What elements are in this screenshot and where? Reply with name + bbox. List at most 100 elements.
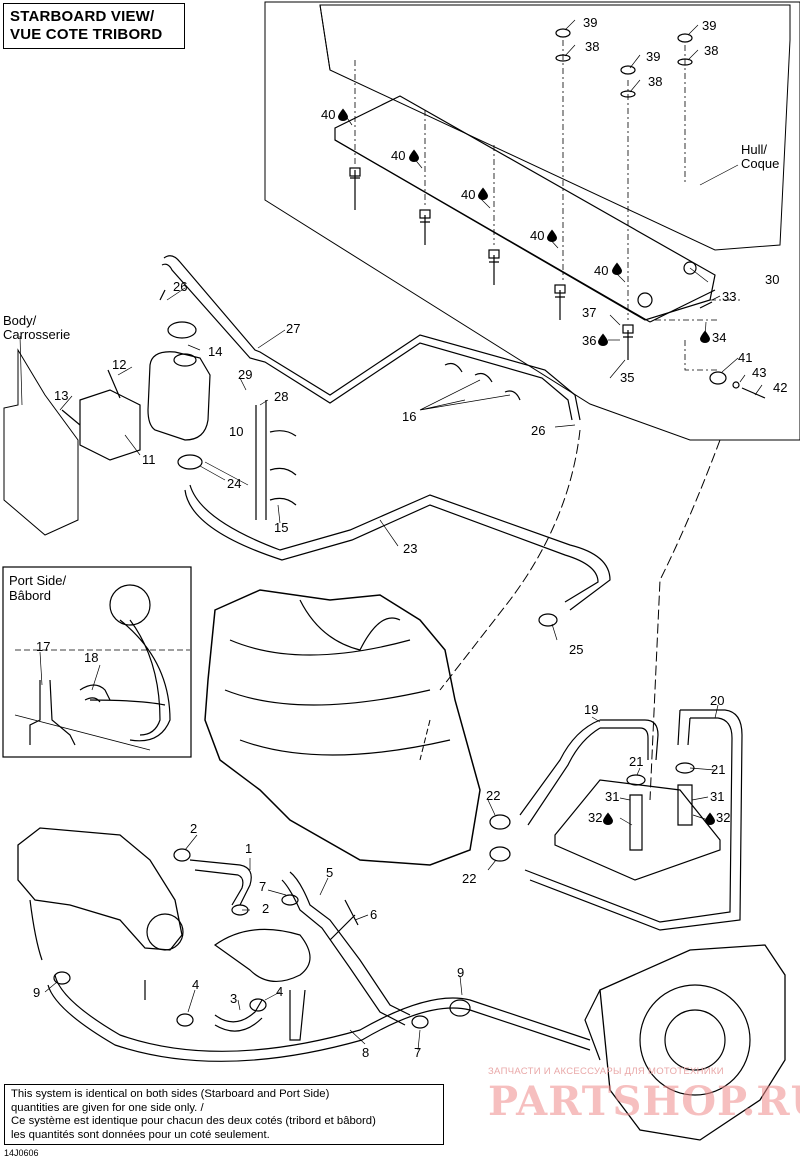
hull-panel-outline — [264, 1, 800, 441]
part-label: 26 — [173, 279, 188, 294]
hose-19 — [600, 719, 659, 761]
part-label: 17 — [36, 639, 51, 654]
part-label: 34 — [712, 330, 727, 345]
drop-icon — [547, 229, 557, 242]
part-label: 21 — [629, 754, 644, 769]
part-label: 37 — [582, 305, 597, 320]
mount-plate — [554, 779, 721, 881]
part-label: 41 — [738, 350, 753, 365]
part-label: 31 — [710, 789, 725, 804]
drop-icon — [338, 108, 348, 121]
hull-callout: Hull/ Coque — [741, 143, 779, 171]
view-title-line2: VUE COTE TRIBORD — [10, 26, 163, 43]
hose-23 — [189, 484, 611, 611]
part-label: 25 — [569, 642, 584, 657]
inset-title: Port Side/ Bâbord — [9, 573, 66, 603]
part-label: 40 — [461, 187, 476, 202]
hose-8 — [47, 974, 591, 1062]
part-label: 9 — [457, 965, 465, 980]
mount-bracket — [79, 389, 141, 461]
hose-20 — [524, 709, 743, 931]
footnote-line3: Ce système est identique pour chacun des… — [11, 1115, 376, 1128]
part-label: 39 — [646, 49, 661, 64]
view-title-line1: STARBOARD VIEW/ — [10, 8, 155, 25]
part-label: 9 — [33, 985, 41, 1000]
part-label: 42 — [773, 380, 788, 395]
hull-callout-line2: Coque — [741, 156, 780, 171]
drop-icon — [700, 330, 710, 343]
body-callout-line2: Carrosserie — [3, 327, 71, 342]
part-label: 8 — [362, 1045, 370, 1060]
part-label: 40 — [594, 263, 609, 278]
part-label: 33 — [722, 289, 737, 304]
drop-icon — [612, 262, 622, 275]
part-label: 30 — [765, 272, 780, 287]
hose-27 — [163, 255, 581, 421]
part-label: 38 — [585, 39, 600, 54]
part-label: 40 — [321, 107, 336, 122]
part-label: 38 — [704, 43, 719, 58]
part-label: 4 — [192, 977, 200, 992]
drop-icon — [409, 149, 419, 162]
footnote-line1: This system is identical on both sides (… — [11, 1088, 330, 1100]
watermark-tagline: ЗАПЧАСТИ И АКСЕССУАРЫ ДЛЯ МОТОТЕХНИКИ — [488, 1066, 724, 1077]
bolts-40 — [349, 167, 634, 360]
drop-icon — [478, 187, 488, 200]
coolant-tank — [147, 351, 211, 441]
inset-title-line2: Bâbord — [9, 588, 51, 603]
hose-3 — [214, 999, 263, 1032]
part-label: 28 — [274, 389, 289, 404]
part-label: 10 — [229, 424, 244, 439]
hull-plate — [319, 4, 791, 251]
part-label: 24 — [227, 476, 242, 491]
engine-block — [204, 589, 481, 866]
drop-icon — [603, 812, 613, 825]
footnote-line4: les quantités sont données pour un coté … — [11, 1128, 270, 1141]
footnote-line2: quantities are given for one side only. … — [11, 1101, 204, 1114]
clamps-15 — [269, 430, 297, 506]
nuts-washers — [555, 28, 693, 98]
inset-title-line1: Port Side/ — [9, 573, 67, 588]
part-label: 23 — [403, 541, 418, 556]
part-label: 19 — [584, 702, 599, 717]
part-label: 4 — [276, 984, 284, 999]
part-label: 32 — [588, 810, 603, 825]
part-label: 7 — [414, 1045, 422, 1060]
part-label: 31 — [605, 789, 620, 804]
part-label: 29 — [238, 367, 253, 382]
part-label: 38 — [648, 74, 663, 89]
part-label: 21 — [711, 762, 726, 777]
inset-box — [2, 566, 192, 758]
part-label: 40 — [391, 148, 406, 163]
drop-icon — [705, 812, 715, 825]
part-label: 35 — [620, 370, 635, 385]
part-label: 5 — [326, 865, 334, 880]
body-callout: Body/ Carrosserie — [3, 314, 70, 342]
part-label: 26 — [531, 423, 546, 438]
hose-1 — [189, 859, 252, 906]
part-label: 14 — [208, 344, 223, 359]
watermark-logo: PARTSHOP.RU — [488, 1078, 800, 1125]
hull-callout-line1: Hull/ — [741, 142, 768, 157]
part-label: 7 — [259, 879, 267, 894]
part-label: 40 — [530, 228, 545, 243]
part-label: 32 — [716, 810, 731, 825]
part-label: 2 — [190, 821, 198, 836]
part-label: 36 — [582, 333, 597, 348]
hose-5 — [281, 871, 411, 1026]
support-rail — [334, 95, 716, 321]
part-label: 11 — [142, 452, 156, 467]
part-label: 18 — [84, 650, 99, 665]
part-label: 27 — [286, 321, 301, 336]
part-label: 22 — [486, 788, 501, 803]
exhaust-manifold — [17, 827, 183, 951]
part-label: 22 — [462, 871, 477, 886]
figure-code: 14J0606 — [4, 1148, 39, 1158]
pump-housing — [599, 944, 786, 1141]
part-label: 2 — [262, 901, 270, 916]
clamps-16 — [444, 362, 521, 401]
part-label: 6 — [370, 907, 378, 922]
body-panel — [3, 348, 79, 536]
part-label: 39 — [583, 15, 598, 30]
